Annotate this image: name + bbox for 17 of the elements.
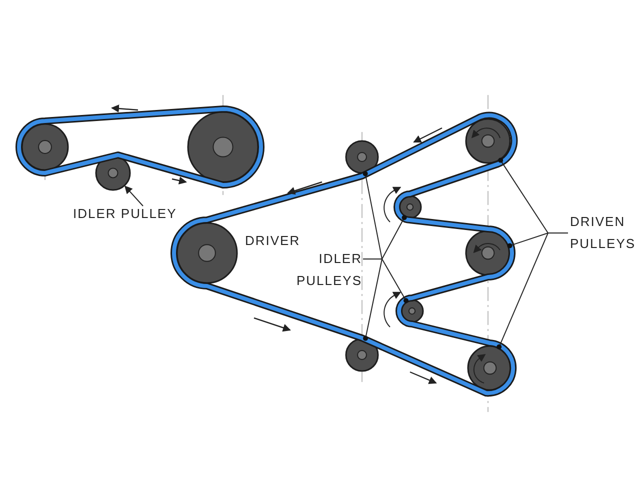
driven-pulley: [465, 118, 511, 164]
leader-line: [124, 186, 144, 206]
callout-label: IDLER PULLEY: [73, 203, 183, 225]
idler-pulley: [400, 299, 424, 323]
callout-label: DRIVEN PULLEYS: [570, 211, 640, 255]
leader-line: [362, 171, 383, 260]
idler-pulley: [345, 140, 379, 174]
driver-pulley: [176, 222, 238, 284]
leader-line: [362, 258, 383, 341]
pulley: [187, 111, 259, 183]
idler-pulley: [398, 195, 422, 219]
driven-pulley: [465, 230, 511, 276]
pulley: [21, 123, 69, 171]
part-label: DRIVER: [245, 232, 300, 250]
idler-pulley: [345, 338, 379, 372]
leader-line: [496, 232, 568, 350]
callout-label: IDLER PULLEYS: [296, 248, 362, 292]
